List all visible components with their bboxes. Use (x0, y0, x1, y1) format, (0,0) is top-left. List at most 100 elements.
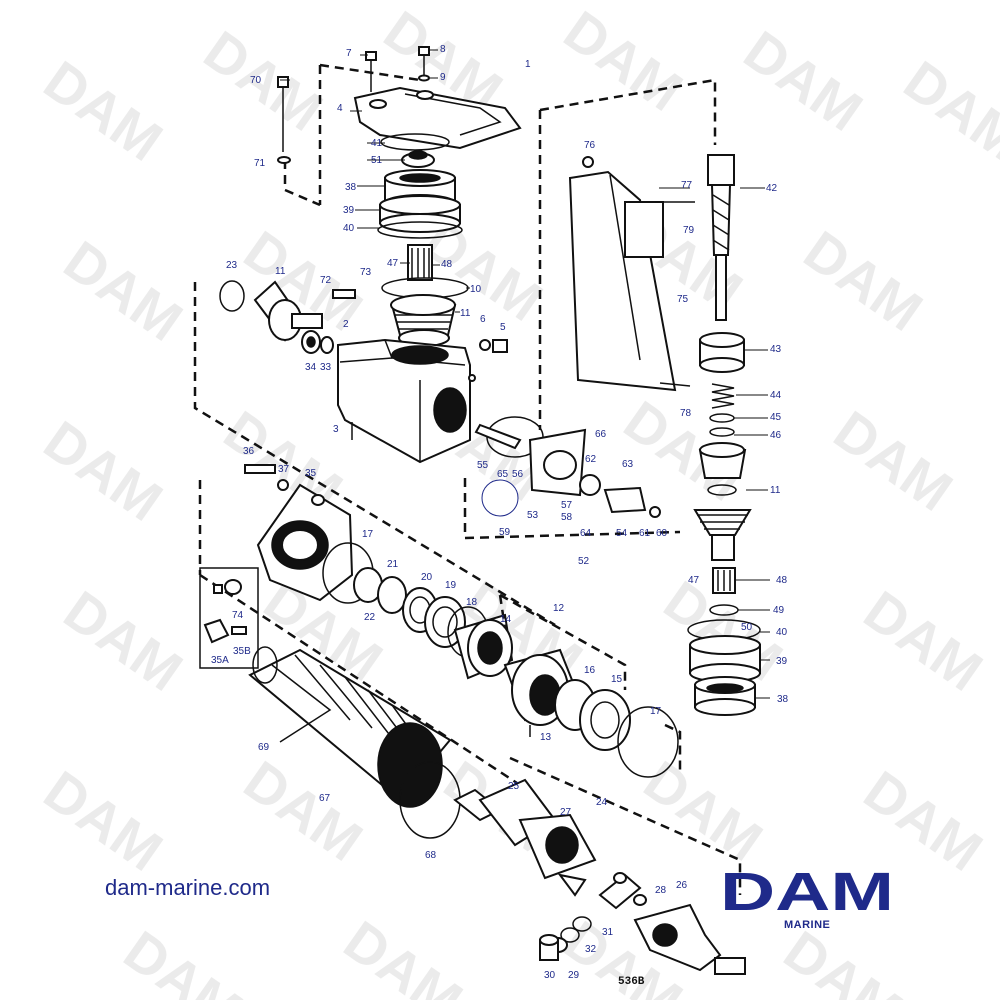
washer-33 (320, 336, 334, 354)
bearing-15 (579, 689, 631, 751)
part-label-8: 8 (440, 44, 446, 55)
part-label-13: 13 (540, 732, 552, 743)
part-label-35b: 35B (233, 646, 251, 657)
part-label-50: 50 (741, 622, 753, 633)
cross-28 (598, 872, 647, 910)
bolt-8 (418, 46, 430, 82)
bearing-14 (453, 613, 514, 680)
part-label-63: 63 (622, 459, 634, 470)
bolt-7 (365, 51, 377, 92)
part-label-77: 77 (681, 180, 693, 191)
washer-46 (709, 427, 735, 437)
part-label-48: 48 (776, 575, 788, 586)
bellows-67 (248, 646, 452, 808)
logo-wordmark: DAM (720, 866, 894, 914)
roller-bearing-47-48-upper (407, 244, 433, 281)
part-label-17: 17 (362, 529, 374, 540)
part-label-53: 53 (527, 510, 539, 521)
shift-mechanism-52 (463, 416, 681, 540)
part-label-78: 78 (680, 408, 692, 419)
watermark-tile: DAM (113, 918, 254, 1000)
logo-subtitle: MARINE (784, 919, 831, 931)
washer-45 (709, 413, 735, 423)
shim-40-upper (377, 221, 463, 239)
plate-72 (332, 289, 356, 299)
part-label-68: 68 (425, 850, 437, 861)
part-label-38: 38 (777, 694, 789, 705)
roller-bearing-47-48-lower (712, 567, 736, 594)
part-label-23: 23 (226, 260, 238, 271)
bearing-housing-39-upper (379, 195, 461, 233)
part-label-42: 42 (766, 183, 778, 194)
part-label-40: 40 (776, 627, 788, 638)
part-label-14: 14 (500, 614, 512, 625)
watermark-tile: DAM (33, 48, 174, 173)
group-12-dashed-bracket (498, 593, 627, 690)
housing-35-dashed-bracket (198, 480, 521, 787)
watermark-tile: DAM (893, 48, 1000, 173)
gasket-41 (380, 133, 450, 151)
watermark-tile: DAM (793, 218, 934, 343)
watermark-tile: DAM (853, 758, 994, 883)
inset-detail-box (199, 567, 259, 669)
part-label-55: 55 (477, 460, 489, 471)
plug-5-6 (479, 339, 508, 353)
part-label-18: 18 (466, 597, 478, 608)
part-label-49: 49 (773, 605, 785, 616)
part-label-20: 20 (421, 572, 433, 583)
part-label-27: 27 (560, 807, 572, 818)
part-label-5: 5 (500, 322, 506, 333)
part-label-17: 17 (650, 706, 662, 717)
part-label-45: 45 (770, 412, 782, 423)
part-label-35: 35 (305, 468, 317, 479)
part-label-34: 34 (305, 362, 317, 373)
part-label-35a: 35A (211, 655, 229, 666)
part-label-43: 43 (770, 344, 782, 355)
washer-32 (560, 927, 580, 943)
part-label-69: 69 (258, 742, 270, 753)
part-label-29: 29 (568, 970, 580, 981)
bolt-36-37 (244, 464, 289, 491)
part-label-76: 76 (584, 140, 596, 151)
part-label-12: 12 (553, 603, 565, 614)
part-label-11: 11 (770, 485, 781, 496)
part-label-41: 41 (371, 138, 383, 149)
leader-lines (280, 49, 770, 699)
part-label-73: 73 (360, 267, 372, 278)
upper-gear-housing-2 (337, 338, 476, 464)
part-label-24: 24 (596, 797, 608, 808)
circlip-31 (572, 916, 592, 932)
part-label-71: 71 (254, 158, 266, 169)
part-label-38: 38 (345, 182, 357, 193)
part-label-31: 31 (602, 927, 614, 938)
part-label-47: 47 (688, 575, 700, 586)
watermark-tile: DAM (33, 758, 174, 883)
part-label-21: 21 (387, 559, 399, 570)
part-label-46: 46 (770, 430, 782, 441)
part-label-47: 47 (387, 258, 399, 269)
nut-51 (401, 150, 435, 168)
housing-dashed-bracket (193, 282, 556, 627)
vertical-shaft-42 (707, 154, 735, 321)
part-label-11: 11 (460, 308, 471, 319)
watermark-tile: DAM (53, 578, 194, 703)
part-label-30: 30 (544, 970, 556, 981)
bearing-38-lower (694, 676, 756, 716)
website-url[interactable]: dam-marine.com (105, 875, 271, 900)
cover-dashed-bracket (283, 65, 322, 207)
part-label-3: 3 (333, 424, 339, 435)
part-label-19: 19 (445, 580, 457, 591)
part-label-52: 52 (578, 556, 590, 567)
part-label-62: 62 (585, 454, 597, 465)
top-cover-4 (353, 86, 522, 150)
watermark-tile: DAM (333, 908, 474, 1000)
watermark-tile: DAM (853, 578, 994, 703)
transom-shield-75 (568, 156, 695, 392)
o-ring-23 (219, 280, 245, 312)
part-label-79: 79 (683, 225, 695, 236)
part-label-44: 44 (770, 390, 782, 401)
part-label-10: 10 (470, 284, 482, 295)
part-label-7: 7 (346, 48, 352, 59)
